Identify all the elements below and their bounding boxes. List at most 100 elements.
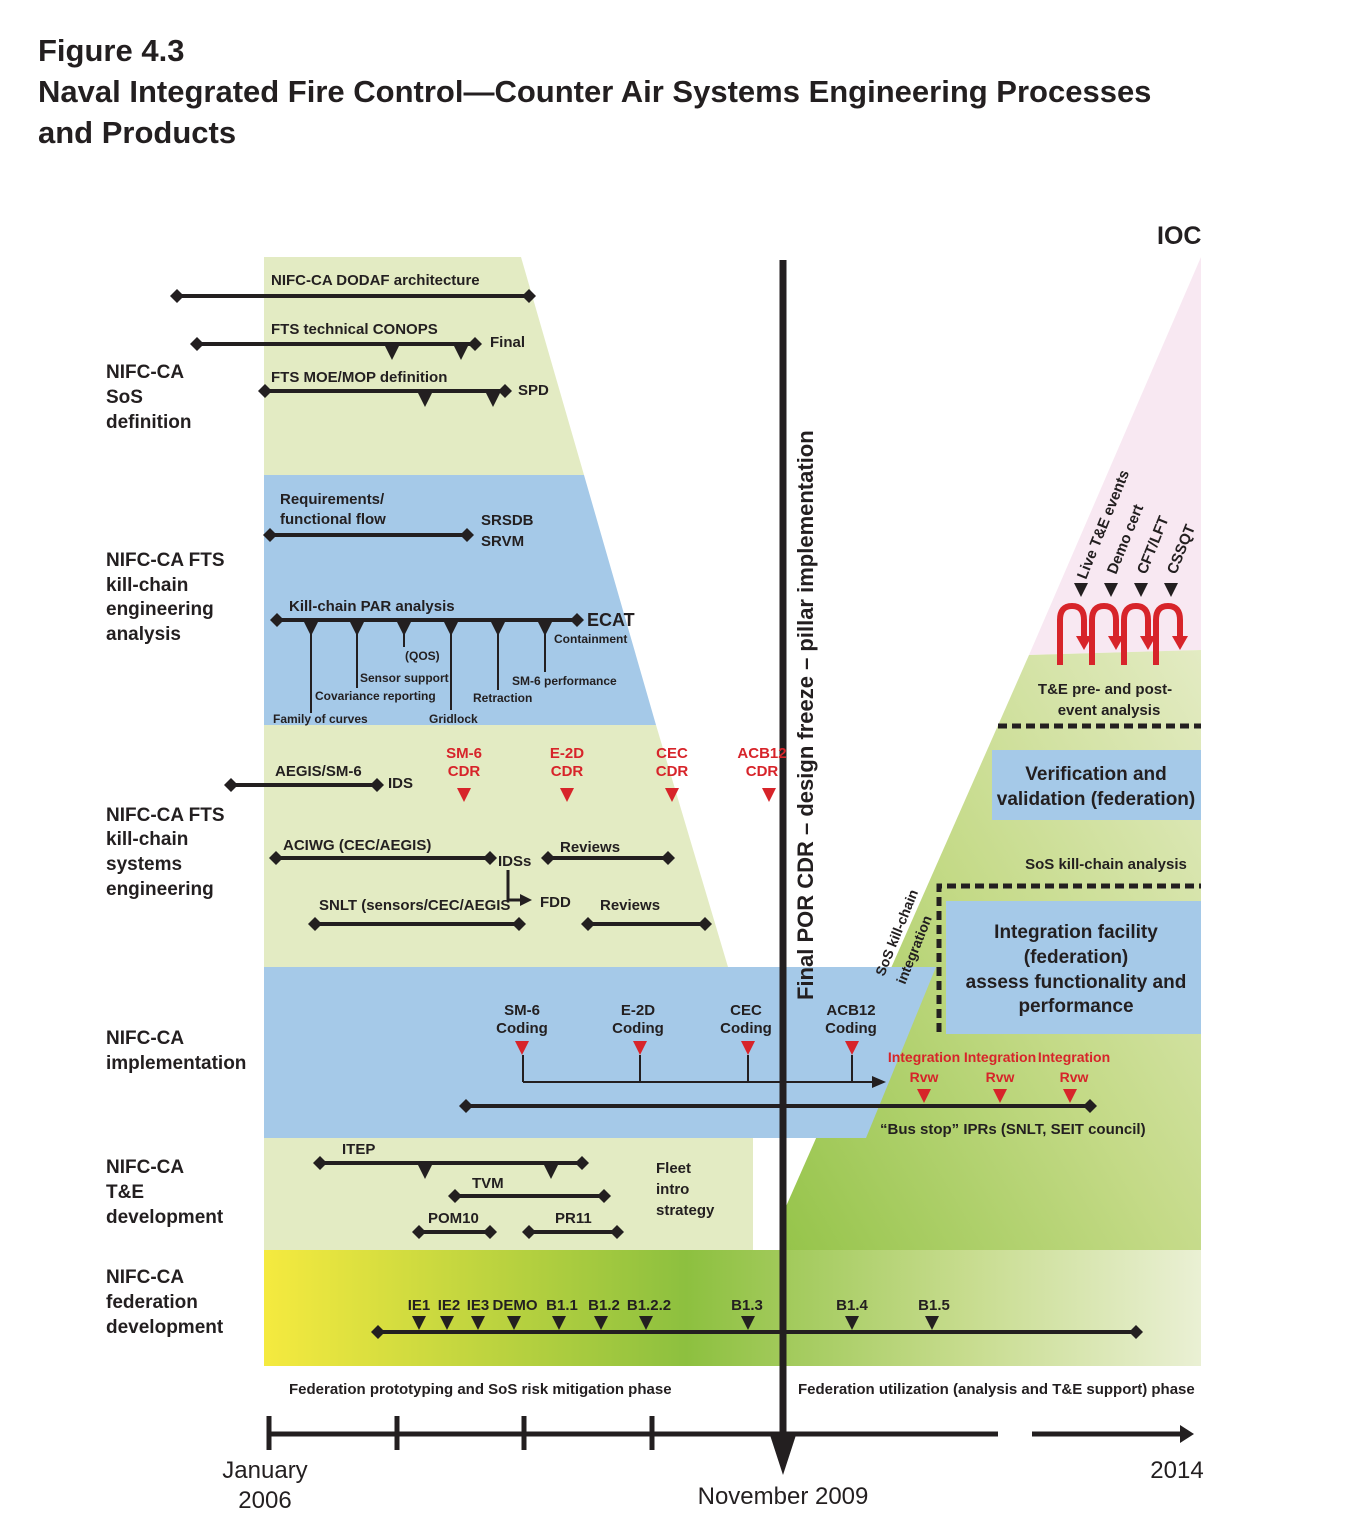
te-loop-arrowheads	[1076, 636, 1188, 650]
milestone-b1-2-2: B1.2.2	[627, 1297, 671, 1330]
aegis-label: AEGIS/SM-6	[275, 763, 362, 780]
idss-to-fdd-arrow	[506, 870, 522, 902]
svg-text:T&E: T&E	[106, 1182, 144, 1203]
gridlock-label: Gridlock	[429, 712, 478, 726]
pr11-label: PR11	[555, 1210, 592, 1227]
sos-diamonds	[170, 289, 584, 627]
te-diamonds	[313, 1156, 624, 1239]
federation-diamond-left	[371, 1325, 385, 1339]
svg-text:systems: systems	[106, 854, 182, 875]
svg-text:CEC: CEC	[656, 745, 688, 762]
svg-text:NIFC-CA FTS: NIFC-CA FTS	[106, 805, 225, 826]
milestone-b1-2: B1.2	[588, 1297, 620, 1330]
qos-label: (QOS)	[405, 649, 440, 663]
facility-label-2: (federation)	[1024, 947, 1129, 968]
integration-review-1: Integration Rvw	[888, 1049, 960, 1103]
federation-band-top-left	[264, 1220, 753, 1250]
svg-text:kill-chain: kill-chain	[106, 829, 188, 850]
integration-facility-box	[946, 901, 1201, 1034]
conops-label: FTS technical CONOPS	[271, 321, 438, 338]
pom10-label: POM10	[428, 1210, 479, 1227]
facility-label-4: performance	[1018, 996, 1133, 1017]
sensor-support-label: Sensor support	[360, 671, 449, 685]
svg-text:engineering: engineering	[106, 879, 214, 900]
milestone-b1-4: B1.4	[836, 1297, 868, 1330]
v-pink	[1029, 257, 1201, 655]
svg-text:Rvw: Rvw	[910, 1069, 939, 1085]
family-of-curves-label: Family of curves	[273, 712, 368, 726]
itep-label: ITEP	[342, 1141, 375, 1158]
svg-text:NIFC-CA FTS: NIFC-CA FTS	[106, 550, 225, 571]
timeline-middle: November 2009	[698, 1483, 869, 1510]
svg-text:Rvw: Rvw	[986, 1069, 1015, 1085]
svg-text:Integration: Integration	[964, 1049, 1036, 1065]
fleet-label-1: Fleet	[656, 1160, 691, 1177]
svg-text:CEC: CEC	[730, 1002, 762, 1019]
band-federation	[264, 1250, 1201, 1366]
vv-label-2: validation (federation)	[997, 789, 1195, 810]
svg-text:CDR: CDR	[448, 763, 481, 780]
svg-text:NIFC-CA: NIFC-CA	[106, 1157, 184, 1178]
svg-text:SoS: SoS	[106, 387, 143, 408]
cdr-e2d: E-2D CDR	[550, 745, 584, 802]
requirements-label-2: functional flow	[280, 511, 386, 528]
svg-text:B1.1: B1.1	[546, 1297, 578, 1314]
svg-text:NIFC-CA: NIFC-CA	[106, 362, 184, 383]
svg-text:kill-chain: kill-chain	[106, 575, 188, 596]
svg-text:B1.4: B1.4	[836, 1297, 868, 1314]
bus-stop-diamond-right	[1083, 1099, 1097, 1113]
requirements-label-1: Requirements/	[280, 491, 385, 508]
timeline-start-month: January	[222, 1457, 307, 1484]
ecat-label: ECAT	[587, 610, 635, 630]
coding-cec: CEC Coding	[720, 1002, 772, 1055]
svg-text:NIFC-CA: NIFC-CA	[106, 1267, 184, 1288]
svg-text:E-2D: E-2D	[621, 1002, 655, 1019]
svg-text:CDR: CDR	[551, 763, 584, 780]
reviews1-label: Reviews	[560, 839, 620, 856]
fleet-label-2: intro	[656, 1181, 689, 1198]
facility-label-3: assess functionality and	[966, 972, 1187, 993]
band-sos-definition	[264, 257, 584, 475]
svg-text:B1.2.2: B1.2.2	[627, 1297, 671, 1314]
te-analysis-label-1: T&E pre- and post-	[1038, 681, 1172, 698]
svg-text:DEMO: DEMO	[493, 1297, 538, 1314]
srvm-label: SRVM	[481, 533, 524, 550]
svg-text:Integration: Integration	[1038, 1049, 1110, 1065]
row-label-implementation: NIFC-CA implementation	[106, 1028, 246, 1074]
moe-label: FTS MOE/MOP definition	[271, 369, 447, 386]
fleet-label-3: strategy	[656, 1202, 715, 1219]
svg-text:Coding: Coding	[496, 1020, 548, 1037]
svg-text:definition: definition	[106, 412, 191, 433]
figure-number: Figure 4.3	[38, 33, 185, 68]
svg-text:B1.2: B1.2	[588, 1297, 620, 1314]
ioc-label: IOC	[1157, 222, 1201, 250]
srsdb-label: SRSDB	[481, 512, 534, 529]
bus-stop-diamond-left	[459, 1099, 473, 1113]
sos-analysis-label: SoS kill-chain analysis	[1025, 856, 1187, 873]
tvm-label: TVM	[472, 1175, 504, 1192]
par-triangles	[304, 622, 552, 636]
coding-e2d: E-2D Coding	[612, 1002, 664, 1055]
svg-text:ACB12: ACB12	[826, 1002, 875, 1019]
phase-left-label: Federation prototyping and SoS risk miti…	[289, 1381, 672, 1398]
milestone-demo: DEMO	[493, 1297, 538, 1330]
band-fts-analysis	[264, 475, 656, 725]
svg-text:engineering: engineering	[106, 599, 214, 620]
row-label-te-development: NIFC-CA T&E development	[106, 1157, 224, 1228]
svg-text:Integration: Integration	[888, 1049, 960, 1065]
spd-label: SPD	[518, 382, 549, 399]
row-label-sos-definition: NIFC-CA SoS definition	[106, 362, 191, 433]
phase-right-label: Federation utilization (analysis and T&E…	[798, 1381, 1195, 1398]
coding-acb12: ACB12 Coding	[825, 1002, 877, 1055]
svg-text:development: development	[106, 1207, 224, 1228]
cdr-sm6: SM-6 CDR	[446, 745, 482, 802]
coding-connector-arrowhead	[872, 1076, 886, 1088]
aciwg-label: ACIWG (CEC/AEGIS)	[283, 837, 431, 854]
final-label: Final	[490, 334, 525, 351]
row-label-fts-systems: NIFC-CA FTS kill-chain systems engineeri…	[106, 805, 225, 900]
integration-review-2: Integration Rvw	[964, 1049, 1036, 1103]
svg-text:Coding: Coding	[825, 1020, 877, 1037]
federation-diamond-right	[1129, 1325, 1143, 1339]
svg-text:CDR: CDR	[746, 763, 779, 780]
snlt-label: SNLT (sensors/CEC/AEGIS	[319, 897, 510, 914]
